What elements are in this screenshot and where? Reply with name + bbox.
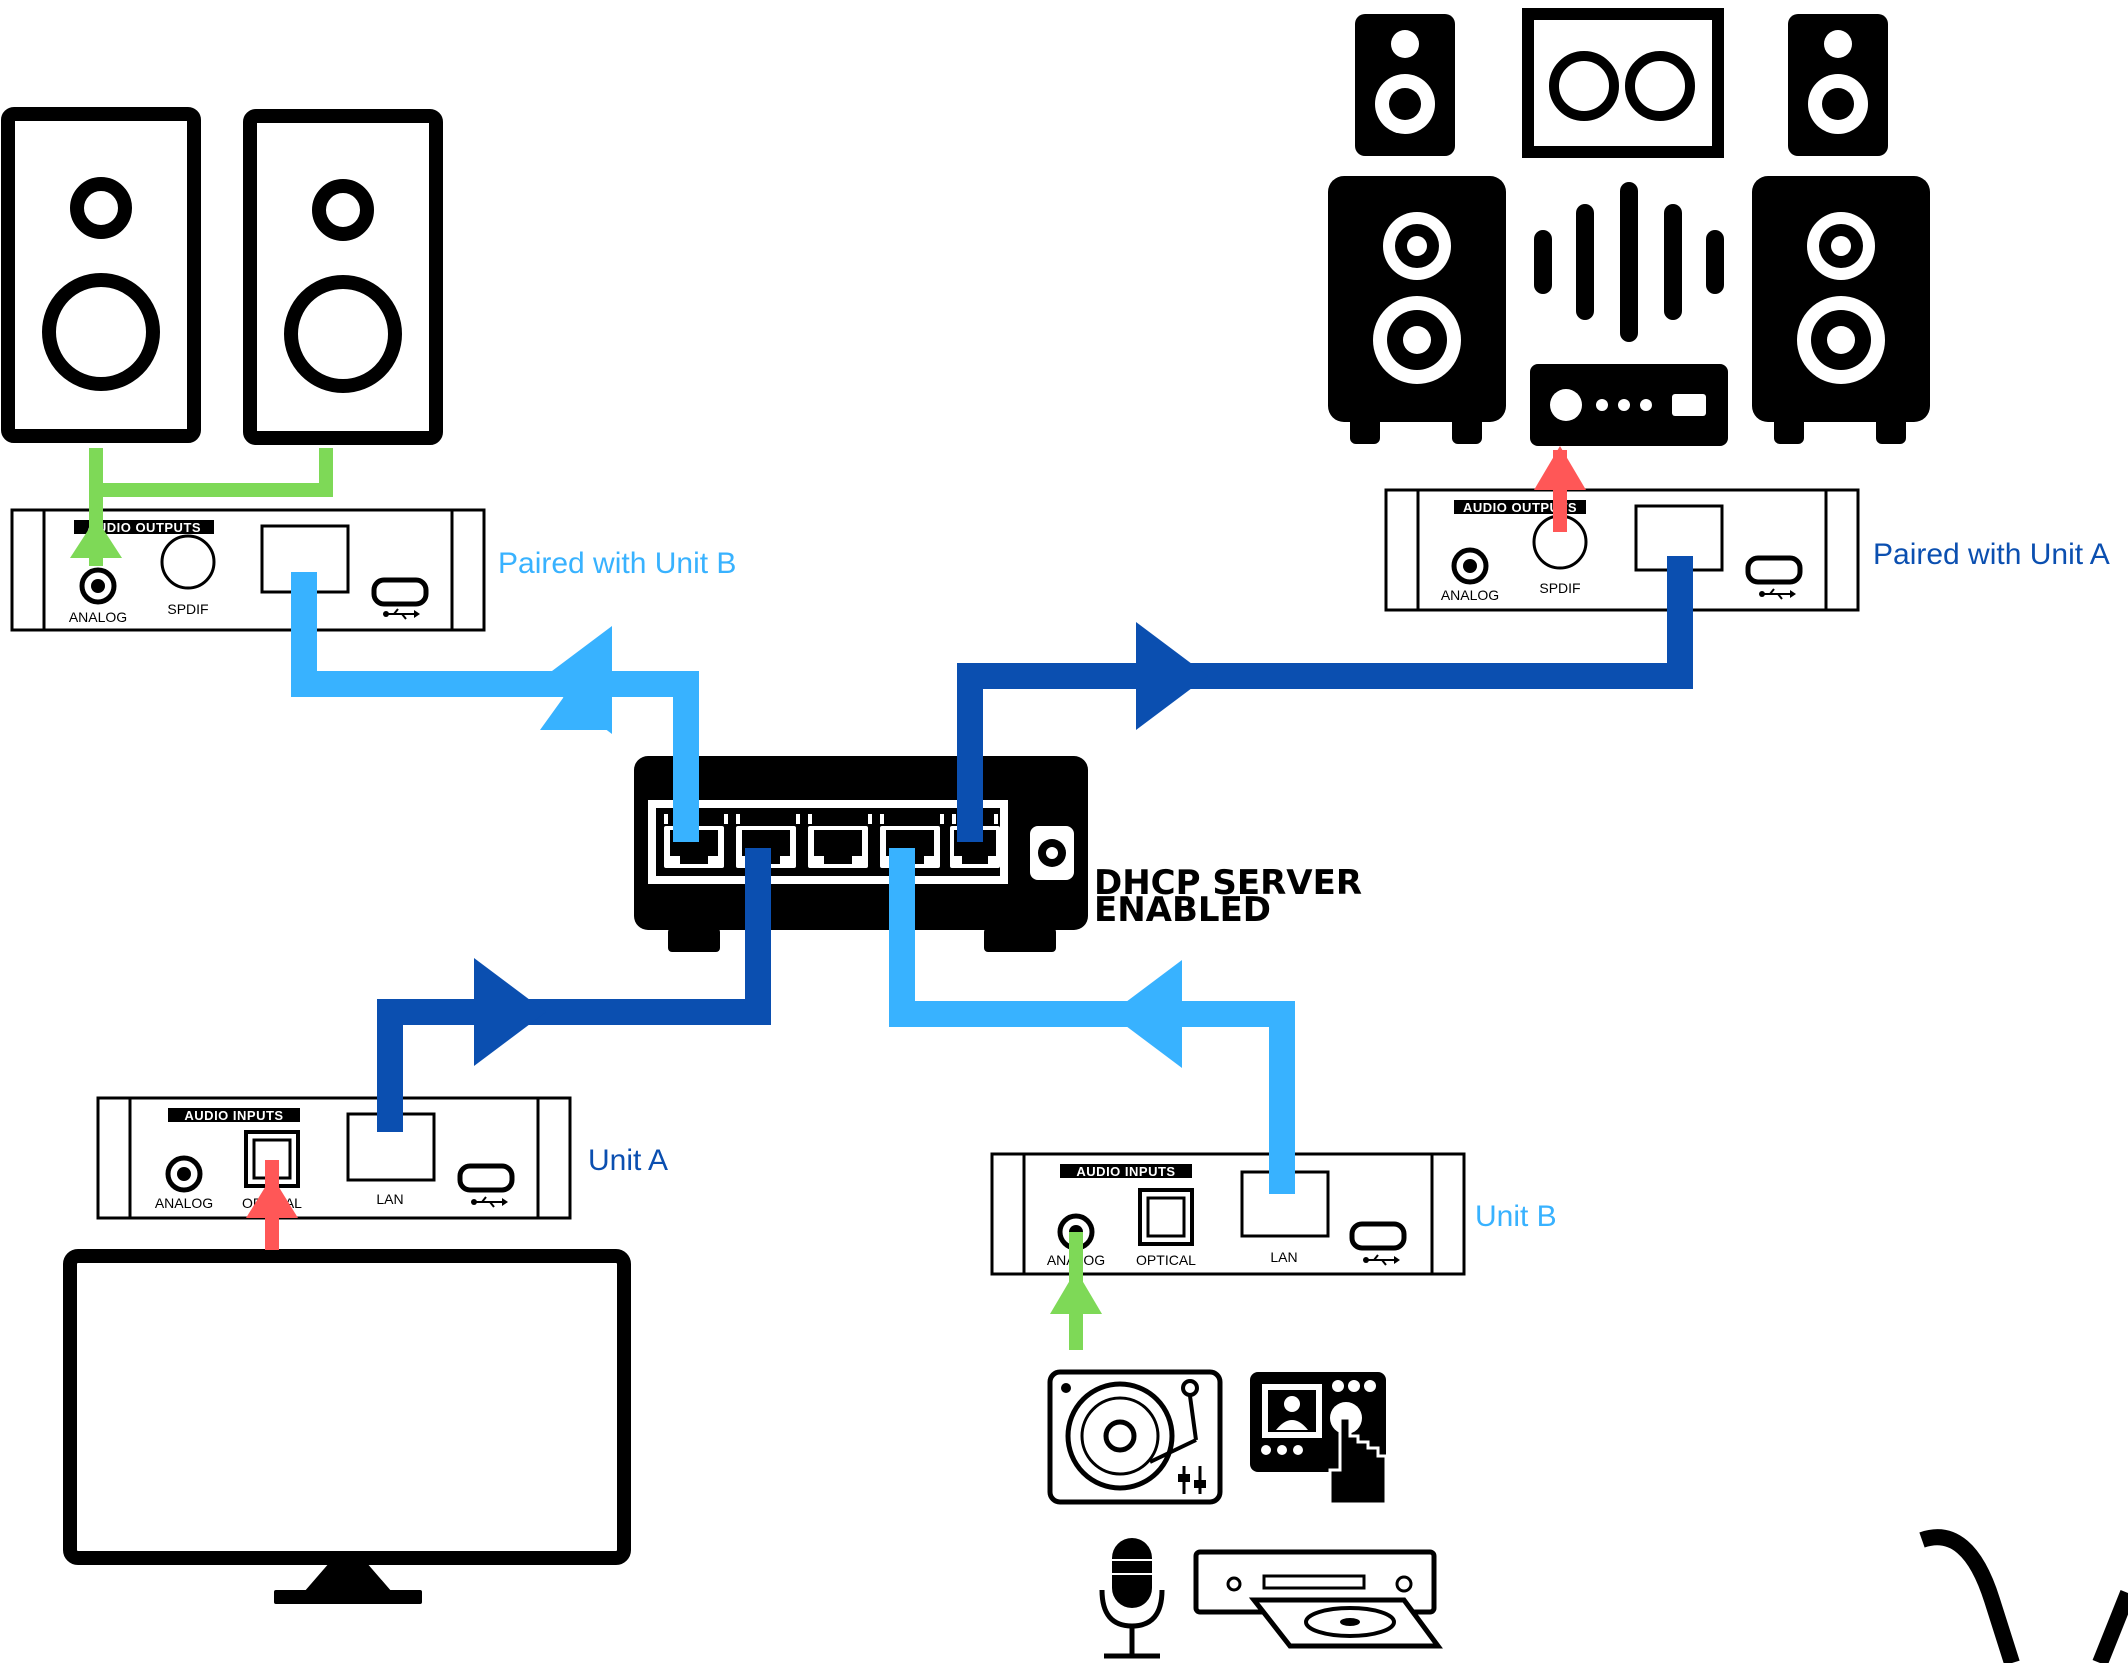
arrow-head-sources (1050, 1270, 1102, 1314)
arrow-head-amp (1534, 446, 1586, 490)
switch-status-line2: ENABLED (1094, 890, 1271, 930)
speaker-pair-icon (1, 107, 443, 445)
usb-icon (1363, 1254, 1400, 1266)
cable-speaker-pair (89, 448, 333, 497)
cd-player-icon (1193, 1549, 1443, 1649)
network-switch-icon (634, 756, 1088, 952)
cable-switch-to-left-receiver (291, 572, 699, 842)
unit-a-caption: Unit A (588, 1144, 668, 1177)
unit-b-caption: Unit B (1475, 1200, 1557, 1233)
mixer-touch-icon (1250, 1372, 1388, 1506)
arrow-head-tv (246, 1176, 298, 1218)
usb-icon (1759, 588, 1796, 600)
unit-a-lan-label: LAN (376, 1191, 403, 1207)
arrow-head-right (1136, 622, 1208, 730)
receiver-right: AUDIO OUTPUTS ANALOG SPDIF (1384, 488, 1860, 612)
unit-b-header: AUDIO INPUTS (1076, 1164, 1175, 1179)
optical-port-icon (1138, 1188, 1194, 1246)
arrow-head-left (540, 626, 612, 734)
receiver-left-spdif-label: SPDIF (167, 601, 208, 617)
microphone-icon (1099, 1538, 1165, 1659)
usb-icon (471, 1196, 508, 1208)
partial-logo-stroke (2092, 1590, 2128, 1663)
receiver-right-analog-label: ANALOG (1441, 587, 1499, 603)
cable-unit-a-to-switch (377, 848, 771, 1132)
transmitter-unit-b: AUDIO INPUTS ANALOG OPTICAL LAN (990, 1152, 1466, 1276)
switch-status-line1: DHCP SERVER (1094, 863, 1362, 903)
cable-unit-b-to-switch (889, 848, 1295, 1194)
receiver-left: AUDIO OUTPUTS ANALOG SPDIF (10, 508, 486, 632)
usb-icon (383, 608, 420, 620)
tv-monitor-icon (63, 1249, 631, 1604)
home-theater-icon (1328, 8, 1930, 446)
receiver-right-header: AUDIO OUTPUTS (1463, 500, 1577, 515)
transmitter-unit-a: AUDIO INPUTS ANALOG OPTICAL LAN (96, 1096, 572, 1220)
receiver-left-header: AUDIO OUTPUTS (87, 520, 201, 535)
partial-logo-icon (1919, 1529, 2020, 1663)
arrow-head-speakers (70, 518, 122, 558)
cable-switch-to-right-receiver (957, 556, 1693, 842)
receiver-left-caption: Paired with Unit B (498, 547, 736, 580)
arrow-head-unit-a (474, 958, 546, 1066)
receiver-right-caption: Paired with Unit A (1873, 538, 2110, 571)
unit-a-header: AUDIO INPUTS (184, 1108, 283, 1123)
receiver-left-analog-label: ANALOG (69, 609, 127, 625)
unit-b-optical-label: OPTICAL (1136, 1252, 1196, 1268)
turntable-icon (1047, 1369, 1223, 1505)
arrow-head-unit-b (1110, 960, 1182, 1068)
receiver-right-spdif-label: SPDIF (1539, 580, 1580, 596)
unit-a-analog-label: ANALOG (155, 1195, 213, 1211)
unit-b-lan-label: LAN (1270, 1249, 1297, 1265)
